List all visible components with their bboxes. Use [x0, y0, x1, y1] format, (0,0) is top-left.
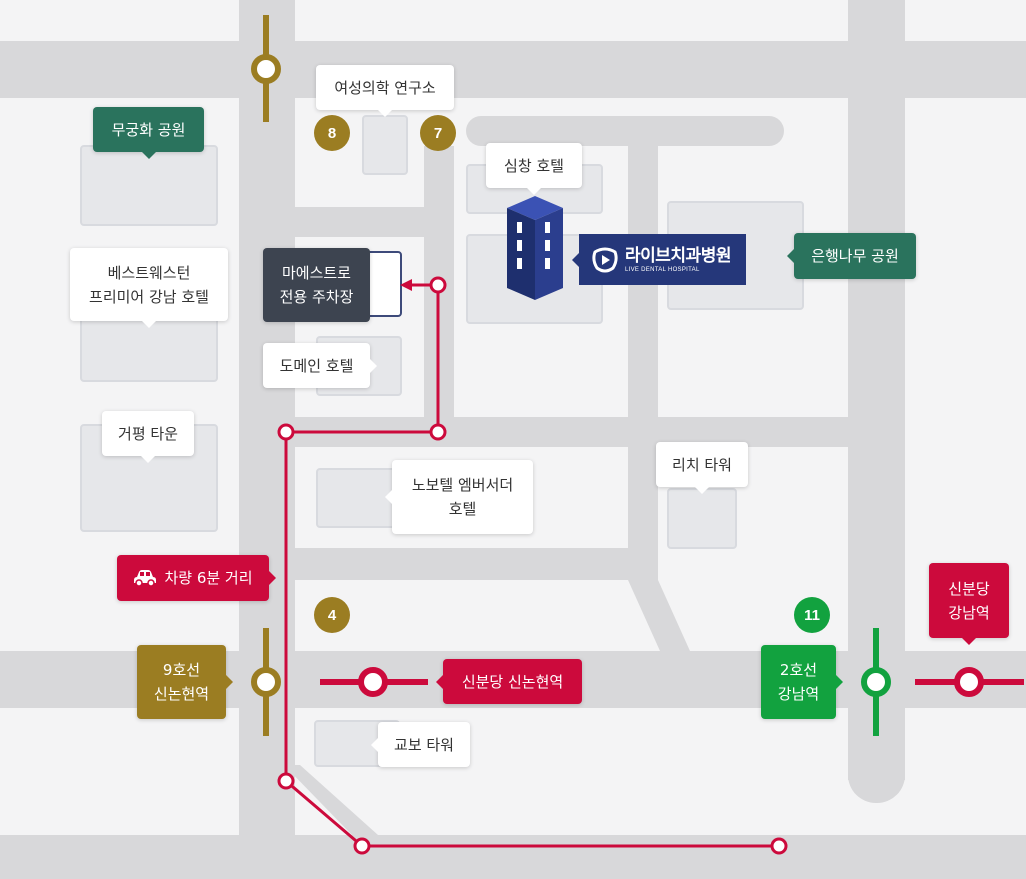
line9-sinnonhyeon-station-label[interactable]: 9호선 신논현역	[137, 645, 233, 719]
exit-8-badge: 8	[314, 115, 350, 151]
exit-7-badge: 7	[420, 115, 456, 151]
road-inner-vertical-b	[628, 146, 658, 580]
kyobo-tower-label: 교보 타워	[371, 722, 470, 767]
shinbundang-gangnam-station-label[interactable]: 신분당 강남역	[929, 563, 1009, 645]
building-block	[667, 488, 737, 549]
route-nodes	[277, 276, 788, 855]
road-inner-horizontal-c	[295, 548, 658, 580]
car-distance-label: 차량 6분 거리	[117, 555, 276, 601]
road-upper-lane	[466, 116, 784, 146]
line2-gangnam-station-label[interactable]: 2호선 강남역	[761, 645, 843, 719]
road-inner-horizontal-a	[295, 207, 454, 237]
hospital-name: 라이브치과병원	[625, 245, 731, 266]
exit-11-badge: 11	[794, 597, 830, 633]
road-right-vertical-end	[848, 750, 905, 803]
novotel-hotel-label: 노보텔 엠버서더 호텔	[385, 460, 533, 534]
station-markers	[251, 54, 984, 697]
hospital-sign[interactable]: 라이브치과병원 LIVE DENTAL HOSPITAL	[572, 234, 746, 285]
best-western-hotel-label: 베스트웨스턴 프리미어 강남 호텔	[70, 248, 228, 328]
building-block	[362, 115, 408, 175]
domain-hotel-label: 도메인 호텔	[263, 343, 377, 388]
route-arrow-icon	[400, 279, 412, 291]
road-bottom-horizontal	[0, 835, 1026, 879]
women-medical-institute-label: 여성의학 연구소	[316, 65, 454, 117]
geopyeong-town-label: 거평 타운	[102, 411, 194, 463]
exit-4-badge: 4	[314, 597, 350, 633]
shinbundang-sinnonhyeon-station-label[interactable]: 신분당 신논현역	[436, 659, 582, 704]
car-icon	[134, 570, 157, 587]
hospital-logo-icon	[592, 247, 618, 272]
hospital-subtitle: LIVE DENTAL HOSPITAL	[625, 266, 700, 273]
mugunghwa-park-label: 무궁화 공원	[93, 107, 204, 159]
simchang-hotel-label: 심창 호텔	[486, 143, 582, 195]
rich-tower-label: 리치 타워	[656, 442, 748, 494]
maestro-parking-label: 마에스트로 전용 주차장	[263, 248, 370, 322]
eunhaengnamu-park-label: 은행나무 공원	[787, 233, 916, 279]
